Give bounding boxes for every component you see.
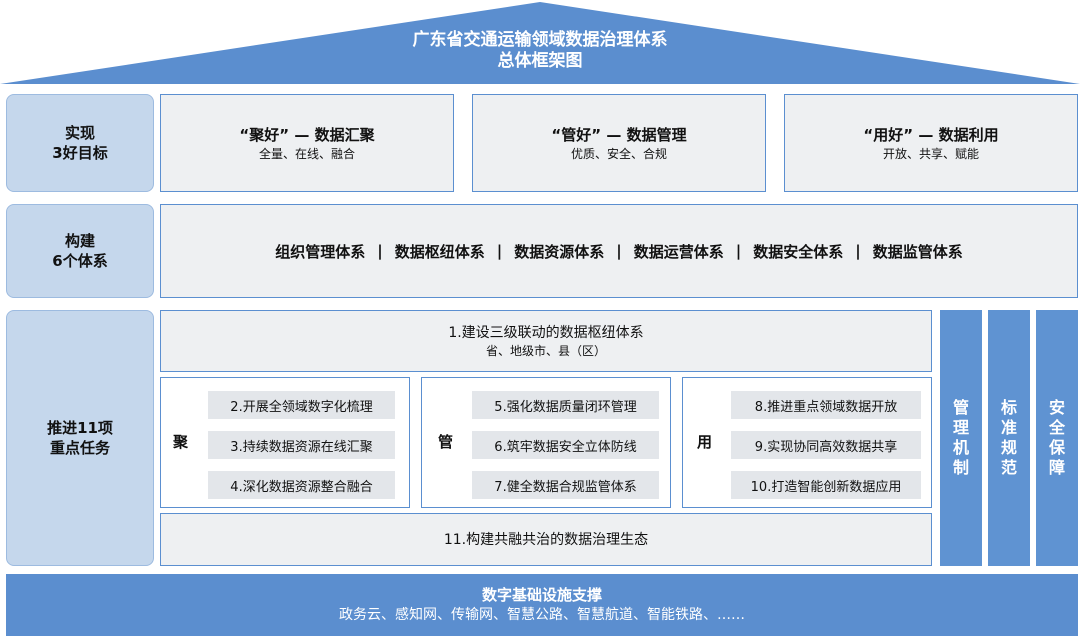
task-item: 9.实现协同高效数据共享 [731, 431, 921, 459]
column-char: 准 [1000, 418, 1017, 437]
goal-subtitle: 开放、共享、赋能 [882, 147, 979, 161]
separator: | [855, 242, 861, 260]
column-char: 安 [1048, 398, 1065, 417]
task-ecosystem: 11.构建共融共治的数据治理生态 [160, 513, 932, 566]
column-char: 机 [952, 438, 969, 457]
framework-title: 广东省交通运输领域数据治理体系 总体框架图 [0, 30, 1080, 72]
group-label: 管 [438, 433, 454, 451]
row-label-tasks-line2: 重点任务 [49, 439, 110, 457]
column-management-mechanism: 管 理 机 制 [940, 310, 982, 566]
column-char: 规 [1000, 438, 1017, 457]
row-label-goals-line1: 实现 [64, 124, 95, 142]
task-item: 2.开展全领域数字化梳理 [208, 391, 395, 419]
row-label-tasks-line1: 推进11项 [47, 419, 113, 437]
separator: | [735, 242, 742, 260]
task-hub-system: 1.建设三级联动的数据枢纽体系 省、地级市、县（区） [160, 310, 932, 372]
column-char: 全 [1048, 418, 1065, 437]
row-label-goals-line2: 3好目标 [52, 144, 108, 162]
task-group-manage: 管 5.强化数据质量闭环管理 6.筑牢数据安全立体防线 7.健全数据合规监管体系 [421, 377, 671, 508]
column-char: 标 [1000, 398, 1017, 417]
roof [0, 2, 1080, 84]
task-item: 5.强化数据质量闭环管理 [472, 391, 659, 419]
task-group-gather: 聚 2.开展全领域数字化梳理 3.持续数据资源在线汇聚 4.深化数据资源整合融合 [160, 377, 410, 508]
goal-title: “管好” — 数据管理 [551, 126, 687, 144]
system-item: 数据安全体系 [753, 242, 844, 261]
task-item: 10.打造智能创新数据应用 [731, 471, 921, 499]
column-char: 管 [952, 398, 969, 417]
row-label-goals: 实现 3好目标 [6, 94, 154, 192]
foundation-title: 数字基础设施支撑 [481, 586, 602, 604]
group-label: 用 [697, 433, 713, 451]
goal-title: “聚好” — 数据汇聚 [239, 126, 375, 144]
system-item: 数据监管体系 [872, 242, 963, 261]
goal-card-manage: “管好” — 数据管理 优质、安全、合规 [472, 94, 766, 192]
goal-card-gather: “聚好” — 数据汇聚 全量、在线、融合 [160, 94, 454, 192]
system-item: 组织管理体系 [275, 242, 366, 261]
foundation-bar: 数字基础设施支撑 政务云、感知网、传输网、智慧公路、智慧航道、智能铁路、…… [6, 574, 1078, 636]
goal-subtitle: 优质、安全、合规 [570, 147, 667, 161]
group-label: 聚 [173, 433, 189, 451]
separator: | [616, 242, 622, 260]
task-item: 7.健全数据合规监管体系 [472, 471, 659, 499]
task-item: 8.推进重点领域数据开放 [731, 391, 921, 419]
goal-title: “用好” — 数据利用 [863, 126, 999, 144]
task-item: 6.筑牢数据安全立体防线 [472, 431, 659, 459]
title-line-1: 广东省交通运输领域数据治理体系 [412, 30, 668, 50]
task-item: 3.持续数据资源在线汇聚 [208, 431, 395, 459]
column-char: 理 [952, 418, 969, 437]
task-group-use: 用 8.推进重点领域数据开放 9.实现协同高效数据共享 10.打造智能创新数据应… [682, 377, 932, 508]
column-char: 制 [952, 458, 969, 477]
task-subtitle: 省、地级市、县（区） [485, 344, 606, 358]
row-label-systems-line1: 构建 [64, 232, 95, 250]
systems-bar: 组织管理体系 | 数据枢纽体系 | 数据资源体系 | 数据运营体系 | 数据安全… [160, 204, 1078, 298]
task-title: 1.建设三级联动的数据枢纽体系 [448, 325, 644, 341]
column-char: 障 [1048, 458, 1065, 477]
separator: | [496, 242, 503, 260]
title-line-2: 总体框架图 [497, 51, 583, 71]
goal-card-use: “用好” — 数据利用 开放、共享、赋能 [784, 94, 1078, 192]
task-item: 4.深化数据资源整合融合 [208, 471, 395, 499]
column-security: 安 全 保 障 [1036, 310, 1078, 566]
column-standards: 标 准 规 范 [988, 310, 1030, 566]
system-item: 数据枢纽体系 [394, 242, 485, 261]
row-label-systems-line2: 6个体系 [52, 252, 108, 270]
row-label-tasks: 推进11项 重点任务 [6, 310, 154, 566]
system-item: 数据资源体系 [514, 242, 605, 261]
goal-subtitle: 全量、在线、融合 [258, 147, 355, 161]
column-char: 范 [1000, 458, 1017, 477]
row-label-systems: 构建 6个体系 [6, 204, 154, 298]
foundation-items: 政务云、感知网、传输网、智慧公路、智慧航道、智能铁路、…… [339, 607, 745, 623]
separator: | [377, 242, 383, 260]
column-char: 保 [1048, 438, 1065, 457]
task-title: 11.构建共融共治的数据治理生态 [443, 531, 649, 548]
system-item: 数据运营体系 [633, 242, 724, 261]
